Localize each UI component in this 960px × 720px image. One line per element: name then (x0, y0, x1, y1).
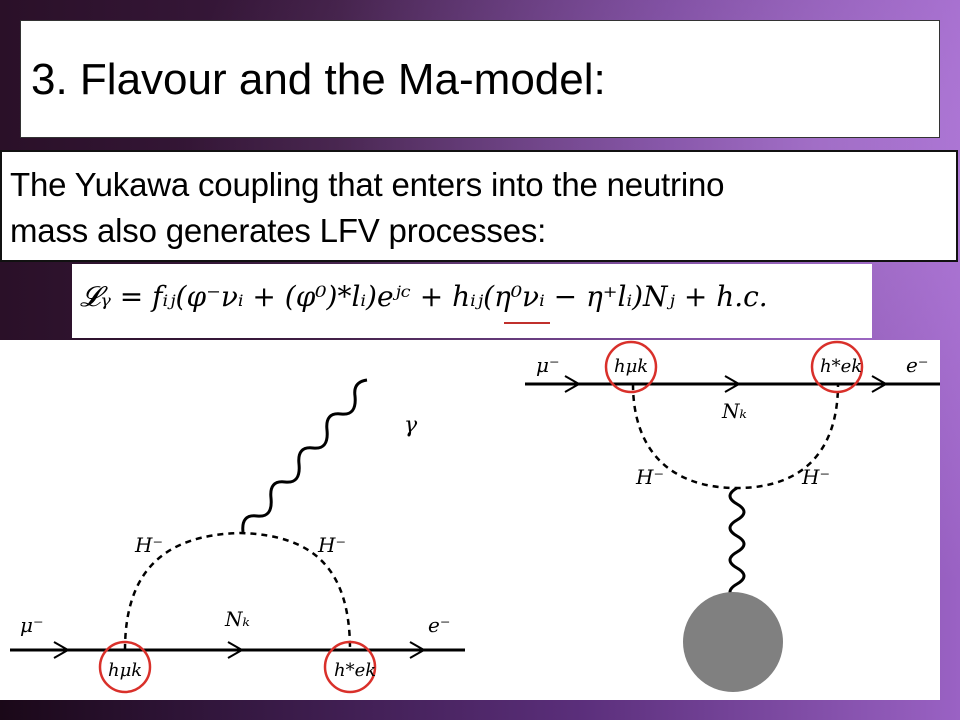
vertex-left-label: hμk (614, 356, 648, 377)
vertex-left-label: hμk (108, 660, 142, 681)
fermion-out-label: e⁻ (906, 353, 928, 377)
body-line-1: The Yukawa coupling that enters into the… (10, 166, 725, 203)
body-text-box: The Yukawa coupling that enters into the… (0, 150, 958, 262)
bottom-bar (0, 700, 960, 720)
slide-title: 3. Flavour and the Ma-model: (31, 55, 606, 104)
arrow-in (53, 641, 71, 659)
fermion-out-label: e⁻ (428, 613, 450, 637)
vertex-right-highlight (810, 340, 864, 394)
scalar-left-label: H⁻ (134, 533, 163, 557)
arrow-out (409, 641, 427, 659)
fermion-in-label: μ⁻ (20, 613, 44, 637)
vertex-left-highlight (604, 340, 658, 394)
lagrangian-box: 𝓛ᵧ = fᵢⱼ(φ⁻νᵢ + (φ⁰)*lᵢ)eʲᶜ + hᵢⱼ(η⁰νᵢ −… (72, 264, 872, 338)
body-line-2: mass also generates LFV processes: (10, 212, 547, 249)
lagrangian-formula: 𝓛ᵧ = fᵢⱼ(φ⁻νᵢ + (φ⁰)*lᵢ)eʲᶜ + hᵢⱼ(η⁰νᵢ −… (80, 280, 768, 313)
fermion-in-label: μ⁻ (536, 353, 560, 377)
scalar-right-label: H⁻ (801, 465, 830, 489)
arrow-in (564, 375, 582, 393)
left-feynman-diagram: γ H⁻ H⁻ μ⁻ Nₖ e⁻ hμk h*ek (10, 378, 465, 694)
scalar-loop (123, 531, 352, 651)
vertex-right-label: h*ek (820, 356, 862, 377)
photon-label: γ (404, 413, 418, 438)
fermion-internal-label: Nₖ (721, 399, 747, 423)
scalar-left-label: H⁻ (635, 465, 664, 489)
arrow-out (871, 375, 889, 393)
photon-line (241, 378, 368, 533)
arrow-mid (227, 641, 245, 659)
right-feynman-diagram: μ⁻ hμk h*ek e⁻ Nₖ H⁻ H⁻ (525, 340, 940, 692)
right-diagram-panel: μ⁻ hμk h*ek e⁻ Nₖ H⁻ H⁻ (500, 340, 940, 700)
vertex-right-label: h*ek (334, 660, 376, 681)
vertex-right-highlight (323, 640, 377, 694)
left-diagram-panel: γ H⁻ H⁻ μ⁻ Nₖ e⁻ hμk h*ek (0, 340, 560, 700)
title-box: 3. Flavour and the Ma-model: (20, 20, 940, 138)
coupling-underline (504, 322, 550, 324)
nucleus-blob (683, 592, 783, 692)
fermion-internal-label: Nₖ (224, 607, 250, 631)
scalar-right-label: H⁻ (317, 533, 346, 557)
arrow-mid (724, 375, 742, 393)
vertex-left-highlight (98, 640, 152, 694)
